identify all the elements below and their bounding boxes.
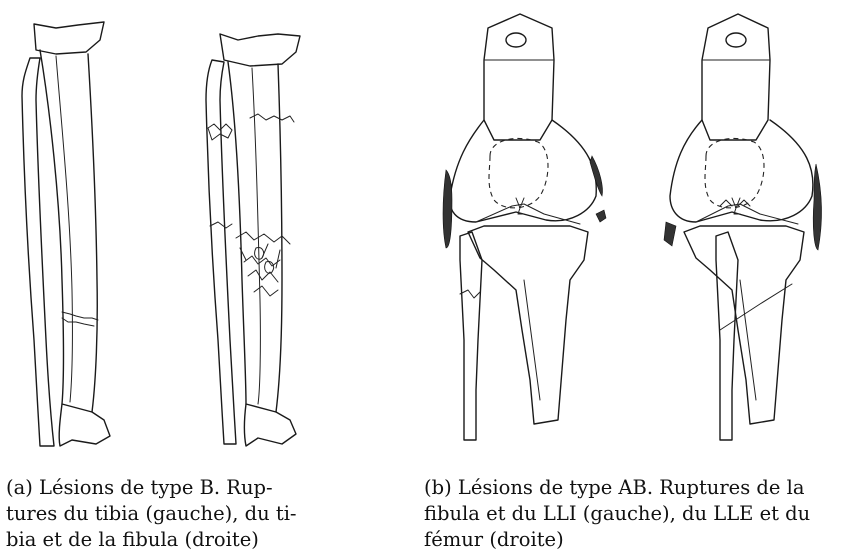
panel-a-drawing xyxy=(0,0,420,470)
right-knee xyxy=(664,14,822,440)
left-tibia-inner xyxy=(524,280,540,400)
right-femur-canal xyxy=(726,33,746,47)
left-patella xyxy=(489,138,548,207)
right-tibia-shaft xyxy=(228,62,282,412)
left-tibia-fracture-2 xyxy=(62,318,94,326)
right-cruciates xyxy=(732,198,740,214)
caption-a-line-2: tures du tibia (gauche), du ti- xyxy=(6,501,297,527)
right-fibula xyxy=(716,232,738,440)
left-ligament-lle xyxy=(443,170,452,248)
right-ligament-lle-torn xyxy=(813,164,821,250)
right-fibula-fracture xyxy=(208,124,232,140)
panel-b-type-ab: (b) Lésions de type AB. Ruptures de la f… xyxy=(420,0,858,556)
left-fibula-fracture xyxy=(460,290,480,298)
left-tibia-inner-line xyxy=(56,56,72,402)
panel-b-drawing xyxy=(420,0,858,470)
right-leg-bones xyxy=(206,34,300,446)
left-ligament-lli-stub xyxy=(596,210,606,222)
caption-a: (a) Lésions de type B. Rup- tures du tib… xyxy=(6,475,297,553)
left-knee xyxy=(443,14,606,440)
right-tibia-inner xyxy=(740,280,756,400)
caption-a-line-1: (a) Lésions de type B. Rup- xyxy=(6,475,297,501)
right-tibia-plateau xyxy=(220,34,300,66)
right-tibia-inner-line xyxy=(252,68,260,404)
left-tibia-shaft xyxy=(40,50,97,412)
left-tibia-plateau xyxy=(468,226,588,424)
right-ligament-lle-stub xyxy=(664,222,676,246)
left-fibula xyxy=(460,232,482,440)
right-patella xyxy=(705,138,764,207)
caption-a-line-3: bia et de la fibula (droite) xyxy=(6,527,297,553)
panel-a-type-b: (a) Lésions de type B. Rup- tures du tib… xyxy=(0,0,420,556)
right-joint-line xyxy=(696,204,798,224)
right-fibula xyxy=(206,60,236,444)
left-tibia-fracture xyxy=(62,312,98,320)
left-joint-line xyxy=(476,204,580,224)
right-femur-condyles xyxy=(670,120,813,222)
caption-b-line-2: fibula et du LLI (gauche), du LLE et du xyxy=(424,501,810,527)
right-tibia-fragment-2 xyxy=(265,262,274,274)
left-femur-canal xyxy=(506,33,526,47)
caption-b-line-3: fémur (droite) xyxy=(424,527,810,553)
left-leg-bones xyxy=(22,22,110,446)
right-tibia-plateau xyxy=(684,226,804,424)
caption-b-line-1: (b) Lésions de type AB. Ruptures de la xyxy=(424,475,810,501)
right-tibia-fracture-upper xyxy=(250,114,294,122)
right-fibula-fracture-2 xyxy=(210,222,232,228)
caption-b: (b) Lésions de type AB. Ruptures de la f… xyxy=(424,475,810,553)
left-tibia-plateau xyxy=(34,22,104,54)
